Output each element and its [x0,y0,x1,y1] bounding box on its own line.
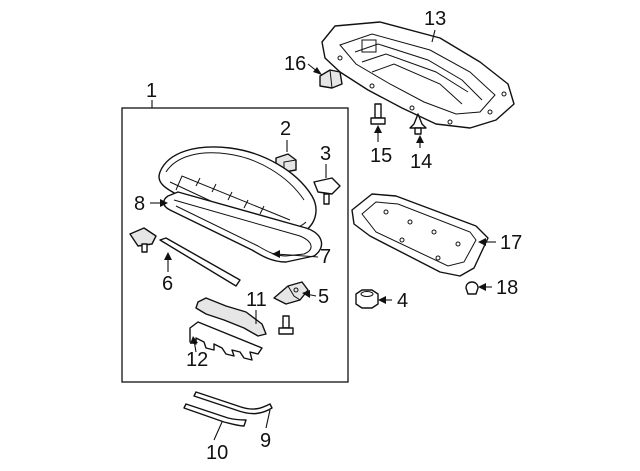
leader-10 [213,421,223,441]
part-11-insulator[interactable] [195,297,267,337]
arrow-7 [272,250,280,258]
part-18-clip[interactable] [465,281,479,295]
arrow-5 [302,290,310,298]
callout-4: 4 [397,290,408,312]
arrow-4 [378,296,386,304]
leader-9 [265,409,271,429]
part-12-insulator[interactable] [189,321,263,361]
arrow-15 [374,125,382,133]
part-17-tray[interactable] [351,193,489,277]
part-13-air-duct[interactable] [321,21,515,129]
part-5-bracket[interactable] [273,281,309,305]
callout-10: 10 [206,442,228,464]
callout-17: 17 [500,232,522,254]
callout-6: 6 [162,273,173,295]
callout-1: 1 [146,80,157,102]
leader-7 [275,253,319,258]
arrow-16 [313,67,322,75]
callout-2: 2 [280,118,291,140]
part-14-clip[interactable] [409,113,427,135]
callout-9: 9 [260,430,271,452]
part-4-nut[interactable] [355,289,379,309]
part-15-bolt[interactable] [370,103,386,125]
callout-13: 13 [424,8,446,30]
arrow-8 [160,199,168,207]
callout-3: 3 [320,143,331,165]
part-16-bumper[interactable] [319,69,343,89]
arrow-18 [478,283,486,291]
part-3-bracket[interactable] [313,177,341,205]
leader-13 [431,29,436,43]
callout-16: 16 [284,53,306,75]
callout-14: 14 [410,151,432,173]
left-bracket[interactable] [129,227,157,253]
arrow-17 [478,238,486,246]
callout-8: 8 [134,193,145,215]
arrow-12 [190,336,198,344]
callout-15: 15 [370,145,392,167]
arrow-14 [416,135,424,143]
callout-11: 11 [246,289,267,311]
callout-5: 5 [318,286,329,308]
part-9-trim-strip[interactable] [193,391,273,415]
callout-7: 7 [320,246,331,268]
arrow-6 [164,252,172,260]
part-6-seal-strip[interactable] [159,237,241,287]
assembly-frame [121,107,349,383]
callout-18: 18 [496,277,518,299]
bolt[interactable] [278,315,294,335]
callout-12: 12 [186,349,208,371]
part-10-trim-strip[interactable] [183,403,247,427]
